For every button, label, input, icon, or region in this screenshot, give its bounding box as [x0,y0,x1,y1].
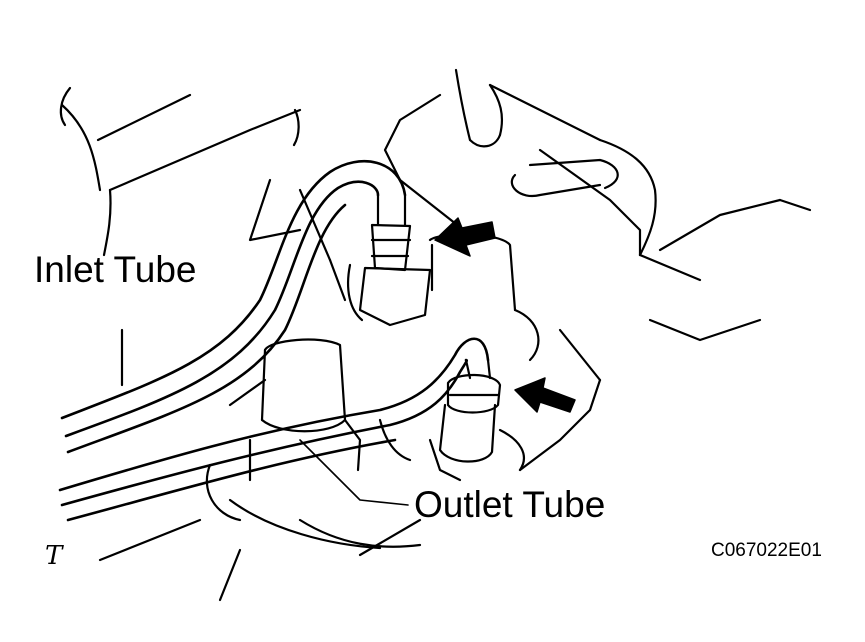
outlet-tube [58,337,490,522]
outlet-tube-label: Outlet Tube [414,484,606,525]
bracket-assembly [383,68,812,342]
corner-mark: T [45,541,63,571]
inlet-fitting-arrow-icon [434,217,496,257]
figure-code: C067022E01 [711,540,822,561]
indicator-arrows [434,217,576,413]
inlet-tube-fitting [358,193,432,327]
inlet-tube-label: Inlet Tube [34,249,197,290]
inlet-tube [60,159,407,454]
outlet-leader-line [299,439,409,506]
leader-lines [121,334,409,506]
engine-housing-outline [59,86,422,602]
outlet-tube-fitting [438,358,502,463]
outlet-fitting-arrow-icon [514,377,576,413]
pump-head-block [228,233,602,482]
